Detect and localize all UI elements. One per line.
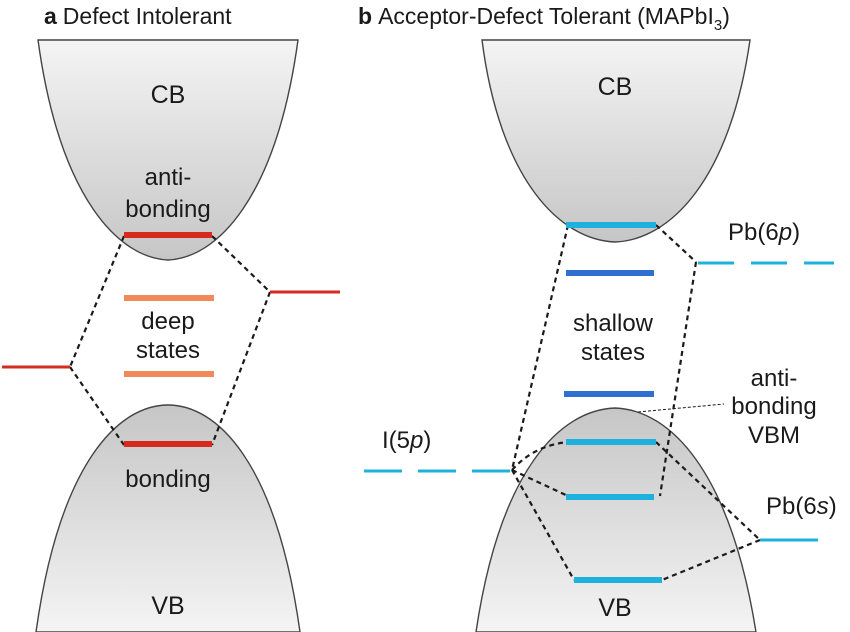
panel-b-vb-label: VB	[598, 594, 631, 622]
panel-b-i5p-close: )	[423, 427, 431, 454]
panel-a-cb-label: CB	[151, 81, 186, 109]
panel-b-title-close: )	[722, 3, 730, 29]
panel-a-bonding-label: bonding	[125, 466, 210, 493]
panel-a-deep-label-line1: deep	[141, 308, 194, 335]
panel-a-dash-left-upper	[68, 235, 126, 368]
panel-a-antibonding-label-line1: anti-	[145, 164, 192, 191]
panel-b-pb6p-base: Pb(6	[728, 219, 779, 246]
panel-a-title-text: Defect Intolerant	[63, 3, 232, 29]
panel-b-shallow-label-line2: states	[581, 339, 645, 366]
panel-b-dash-i5p-vbm	[511, 440, 569, 471]
panel-a-valence-band	[35, 404, 301, 632]
panel-b-title-text: Acceptor-Defect Tolerant (MAPbI	[378, 3, 714, 29]
panel-b-conduction-band	[481, 39, 751, 243]
panel-b-pb6s-close: )	[829, 493, 837, 520]
panel-b-pb6s-italic: s	[817, 493, 829, 520]
panel-b-letter: b	[358, 3, 372, 29]
panel-b-pb6p-italic: p	[778, 219, 792, 246]
panel-b-dash-pb6s-upper	[655, 441, 761, 541]
panel-b-valence-band	[475, 407, 757, 632]
panel-b-dash-i5p-upper	[510, 224, 570, 471]
panel-b-cb-label: CB	[598, 73, 633, 101]
panel-b-vbm-leader	[637, 403, 725, 413]
panel-b-pb6p-close: )	[792, 219, 800, 246]
panel-b-i5p-base: I(5	[382, 427, 410, 454]
panel-b-i5p-label: I(5p)	[382, 427, 431, 454]
panel-a-conduction-band	[37, 39, 299, 261]
panel-b-dash-pb6p-upper	[655, 224, 697, 263]
panel-b-dash-i5p-lower	[511, 469, 575, 581]
panel-b-pb6p-label: Pb(6p)	[728, 219, 800, 246]
panel-b-pb6s-base: Pb(6	[766, 493, 817, 520]
panel-b-shallow-label-line1: shallow	[573, 310, 654, 337]
panel-b-title-subscript: 3	[714, 17, 722, 34]
panel-b-vbm-label-line3: VBM	[748, 422, 800, 449]
panel-a-dash-left-lower	[69, 366, 125, 446]
panel-b-dash-i5p-mid	[511, 469, 569, 497]
panel-b-vbm-label-line1: anti-	[751, 365, 798, 392]
panel-a-antibonding-label-line2: bonding	[125, 196, 210, 223]
panel-a-dash-right-lower	[210, 291, 272, 446]
panel-a-letter: a	[44, 3, 57, 29]
panel-b-vbm-label-line2: bonding	[731, 393, 816, 420]
panel-b-i5p-italic: p	[409, 427, 423, 454]
panel-b-dash-pb6p-lower	[658, 261, 698, 497]
panel-b-pb6s-label: Pb(6s)	[766, 493, 837, 520]
panel-a-vb-label: VB	[151, 592, 184, 620]
panel-a-deep-label-line2: states	[136, 337, 200, 364]
panel-a-dash-right-upper	[211, 235, 271, 293]
